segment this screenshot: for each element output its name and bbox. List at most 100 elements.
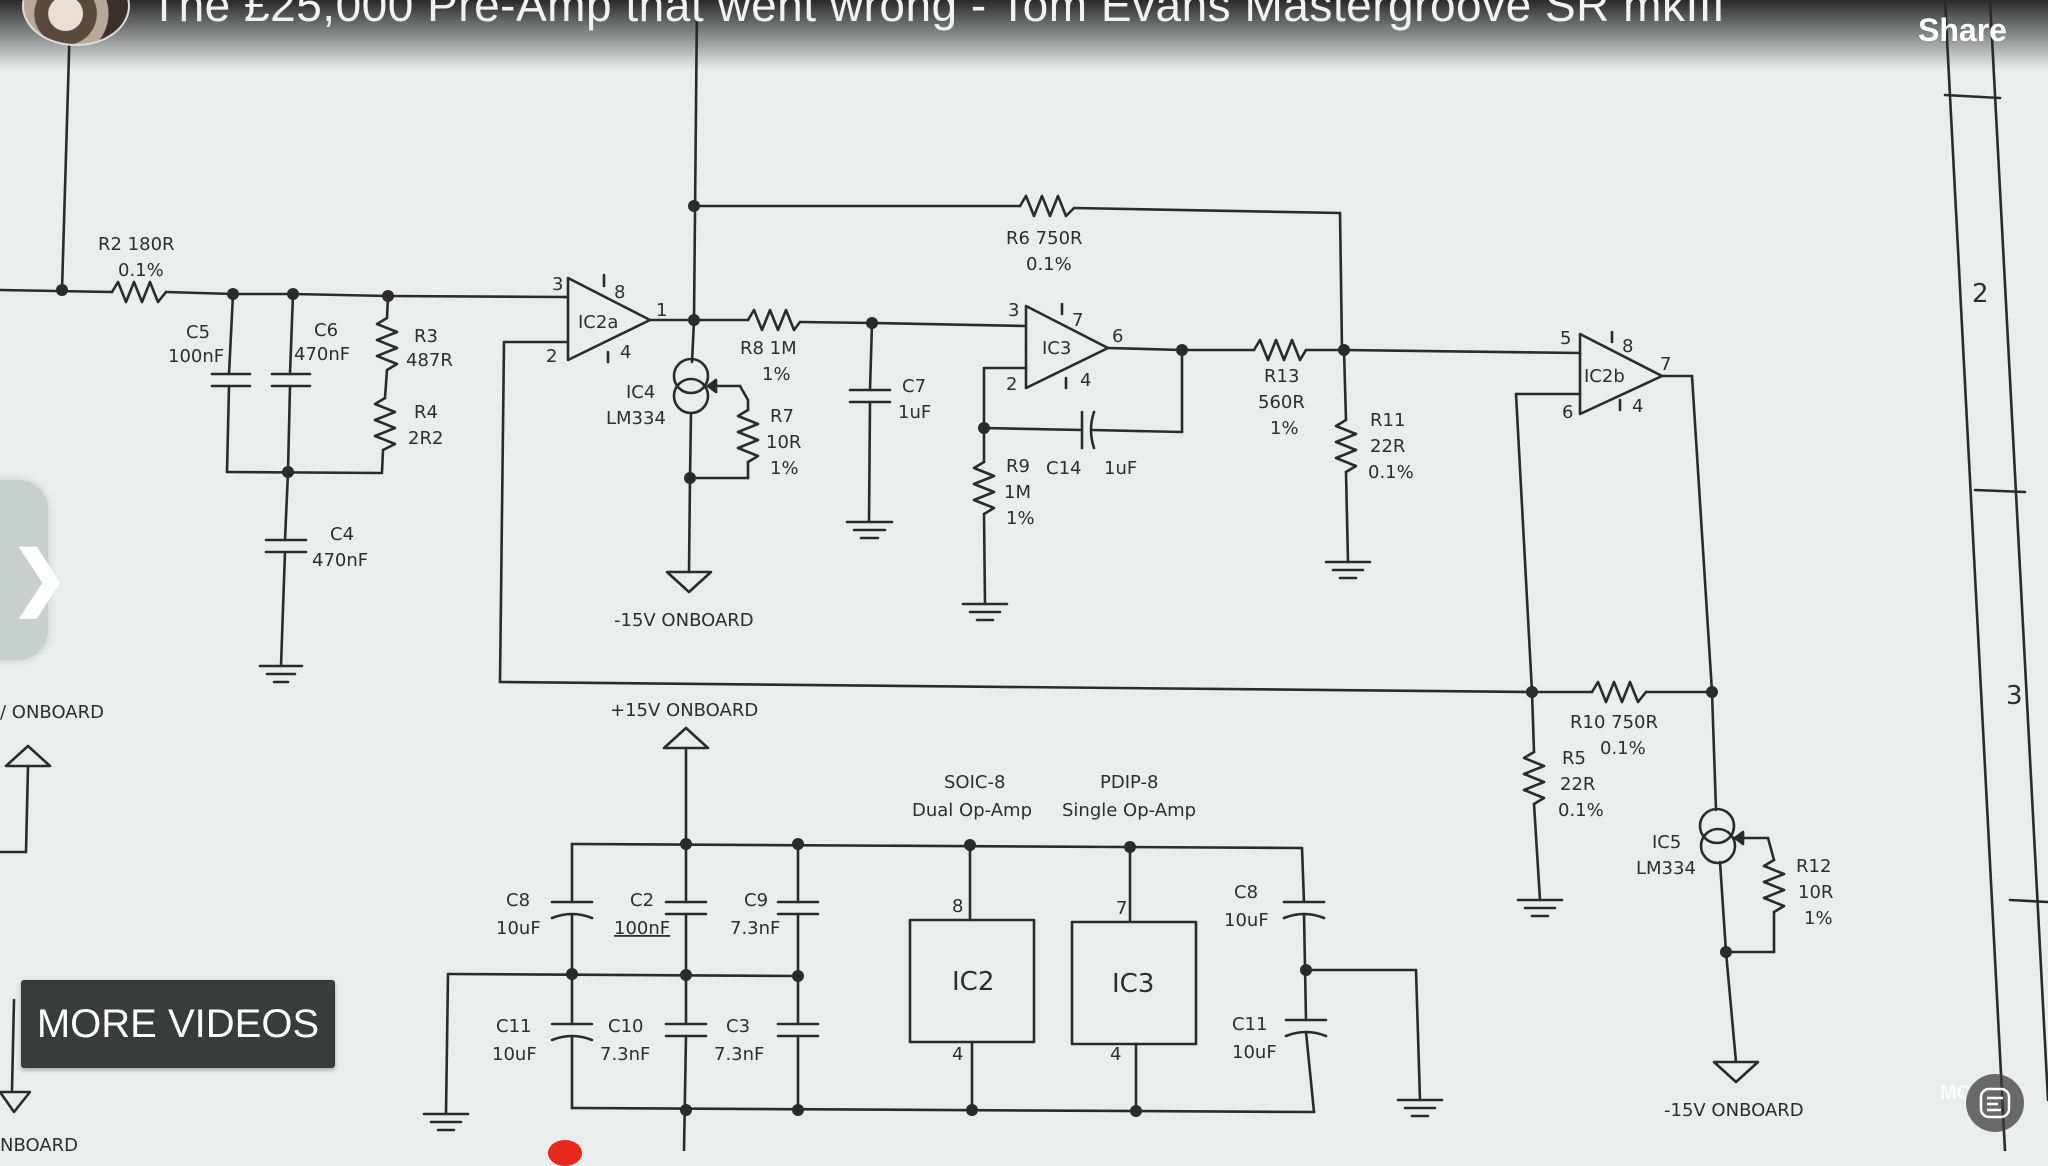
- share-button[interactable]: Share: [1918, 12, 2007, 48]
- soic-sub: Dual Op-Amp: [912, 800, 1032, 821]
- c6-label: C6: [314, 320, 338, 341]
- c7-label: C7: [902, 376, 926, 397]
- c8-right-label: C8: [1234, 882, 1258, 903]
- ic3-box-pin4: 4: [1110, 1044, 1121, 1065]
- title-bar: The £25,000 Pre-Amp that went wrong - To…: [0, 0, 2048, 70]
- r11-value: 22R: [1370, 436, 1405, 457]
- border-number-2: 2: [1972, 279, 1989, 309]
- ic2a-label: IC2a: [578, 312, 618, 333]
- r6-label: R6 750R: [1006, 228, 1083, 249]
- c9-value: 7.3nF: [730, 918, 780, 939]
- r4-label: R4: [414, 402, 438, 423]
- ic2a-pin4: 4: [620, 342, 631, 363]
- ic2-box-pin4: 4: [952, 1044, 963, 1065]
- r5-tol: 0.1%: [1558, 800, 1604, 821]
- pdip-title: PDIP-8: [1100, 772, 1158, 793]
- r13-value: 560R: [1258, 392, 1305, 413]
- r10-tol: 0.1%: [1600, 738, 1646, 759]
- c8-left-value: 10uF: [496, 918, 541, 939]
- r7-tol: 1%: [770, 458, 799, 479]
- c2-value: 100nF: [614, 918, 670, 939]
- chevron-right-icon[interactable]: ❯: [10, 538, 69, 616]
- c11-left-label: C11: [496, 1016, 531, 1037]
- c2-label: C2: [630, 890, 654, 911]
- r5-value: 22R: [1560, 774, 1595, 795]
- ic3-pin4: 4: [1080, 370, 1091, 391]
- r11-label: R11: [1370, 410, 1405, 431]
- ic5-label: IC5: [1652, 832, 1681, 853]
- c10-label: C10: [608, 1016, 643, 1037]
- ic2b-pin7: 7: [1660, 354, 1671, 375]
- c11-right-value: 10uF: [1232, 1042, 1277, 1063]
- c14-label: C14: [1046, 458, 1081, 479]
- c5-label: C5: [186, 322, 210, 343]
- ic3-label: IC3: [1042, 338, 1071, 359]
- r13-label: R13: [1264, 366, 1299, 387]
- progress-scrubber[interactable]: [548, 1140, 582, 1166]
- c6-value: 470nF: [294, 344, 350, 365]
- r8-label: R8 1M: [740, 338, 797, 359]
- r2-label: R2 180R: [98, 234, 175, 255]
- r9-label: R9: [1006, 456, 1030, 477]
- left-onboard-top: / ONBOARD: [0, 702, 104, 723]
- ic2a-pin3: 3: [552, 274, 563, 295]
- video-title[interactable]: The £25,000 Pre-Amp that went wrong - To…: [150, 0, 1726, 31]
- r3-label: R3: [414, 326, 438, 347]
- c11-left-value: 10uF: [492, 1044, 537, 1065]
- ic2b-pin5: 5: [1560, 328, 1571, 349]
- captions-icon: [1979, 1087, 2011, 1119]
- c8-left-label: C8: [506, 890, 530, 911]
- ic2a-pin8: 8: [614, 282, 625, 303]
- r5-label: R5: [1562, 748, 1586, 769]
- r10-label: R10 750R: [1570, 712, 1658, 733]
- neg15v-center: -15V ONBOARD: [614, 610, 754, 631]
- channel-watermark: MC: [1940, 1082, 1972, 1104]
- ic3-pin6: 6: [1112, 326, 1123, 347]
- ic2a-pin2: 2: [546, 346, 557, 367]
- r8-tol: 1%: [762, 364, 791, 385]
- c9-label: C9: [744, 890, 768, 911]
- r11-tol: 0.1%: [1368, 462, 1414, 483]
- ic4-label: IC4: [626, 382, 655, 403]
- ic2b-pin8: 8: [1622, 336, 1633, 357]
- pos15v: +15V ONBOARD: [610, 700, 758, 721]
- r7-label: R7: [770, 406, 794, 427]
- c7-value: 1uF: [898, 402, 931, 423]
- ic3-pin3: 3: [1008, 300, 1019, 321]
- r2-tol: 0.1%: [118, 260, 164, 281]
- c8-right-value: 10uF: [1224, 910, 1269, 931]
- r9-value: 1M: [1004, 482, 1031, 503]
- r12-label: R12: [1796, 856, 1831, 877]
- ic2a-pin1: 1: [656, 300, 667, 321]
- c4-label: C4: [330, 524, 354, 545]
- r7-value: 10R: [766, 432, 801, 453]
- ic5-value: LM334: [1636, 858, 1696, 879]
- c5-value: 100nF: [168, 346, 224, 367]
- more-videos-button[interactable]: MORE VIDEOS: [21, 980, 335, 1068]
- left-onboard-bottom: NBOARD: [0, 1135, 78, 1151]
- side-panel-toggle[interactable]: [0, 480, 48, 660]
- r6-tol: 0.1%: [1026, 254, 1072, 275]
- channel-avatar[interactable]: [22, 0, 130, 46]
- ic3-pin7: 7: [1072, 310, 1083, 331]
- ic2-box-label: IC2: [952, 967, 994, 997]
- ic3-pin2: 2: [1006, 374, 1017, 395]
- c3-label: C3: [726, 1016, 750, 1037]
- neg15v-right: -15V ONBOARD: [1664, 1100, 1804, 1121]
- r12-value: 10R: [1798, 882, 1833, 903]
- subtitles-button[interactable]: [1966, 1074, 2024, 1132]
- ic2b-pin6: 6: [1562, 402, 1573, 423]
- ic3-box-pin7: 7: [1116, 898, 1127, 919]
- pdip-sub: Single Op-Amp: [1062, 800, 1196, 821]
- c10-value: 7.3nF: [600, 1044, 650, 1065]
- c14-value: 1uF: [1104, 458, 1137, 479]
- c4-value: 470nF: [312, 550, 368, 571]
- c11-right-label: C11: [1232, 1014, 1267, 1035]
- r9-tol: 1%: [1006, 508, 1035, 529]
- ic2-box-pin8: 8: [952, 896, 963, 917]
- ic4-value: LM334: [606, 408, 666, 429]
- ic3-box-label: IC3: [1112, 969, 1154, 999]
- r4-value: 2R2: [408, 428, 443, 449]
